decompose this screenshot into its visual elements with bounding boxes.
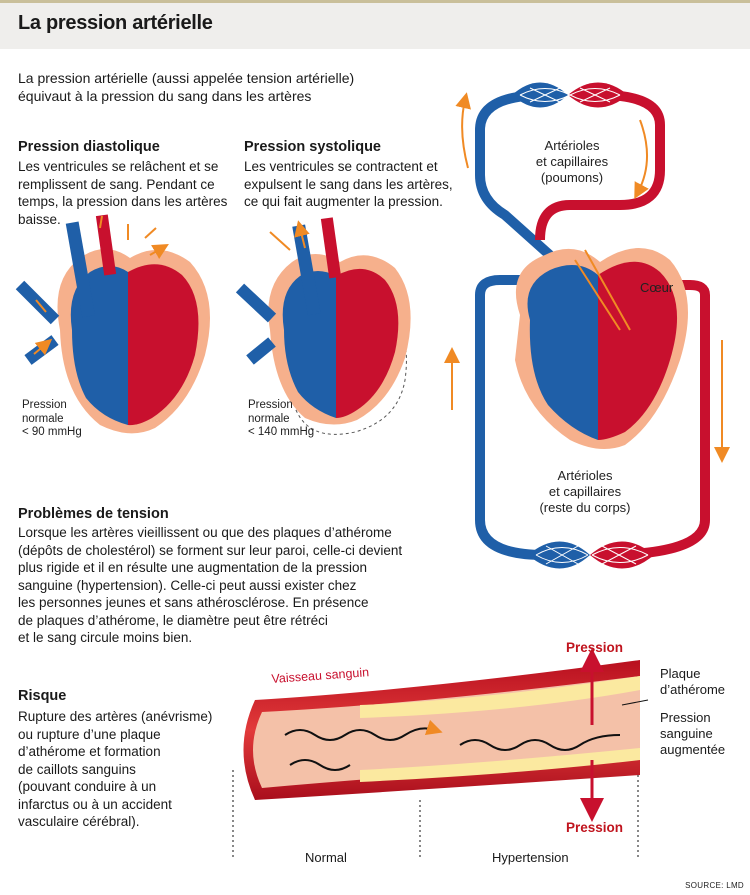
vein-loop	[475, 275, 546, 560]
pressure-bottom-label: Pression	[566, 820, 624, 835]
page-title: La pression artérielle	[18, 12, 213, 34]
text-line: sanguine (hypertension). Celle-ci peut a…	[18, 577, 357, 593]
text-line: baisse.	[18, 211, 61, 227]
text-line: Artérioles	[557, 468, 613, 483]
lungs-label: Artérioles et capillaires (poumons)	[522, 138, 622, 186]
systolic-text: Les ventricules se contractent et expuls…	[244, 158, 453, 211]
text-line: (poumons)	[540, 170, 604, 185]
vein-loop	[475, 90, 604, 304]
text-line: Les ventricules se contractent et	[244, 159, 438, 174]
systolic-pressure: Pression normale < 140 mmHg	[248, 399, 314, 440]
source-credit: SOURCE: LMD	[685, 881, 744, 890]
diastolic-pressure: Pression normale < 90 mmHg	[22, 399, 82, 440]
circulation-diagram	[444, 82, 730, 569]
text-line: normale	[22, 412, 64, 425]
circulation-heart	[515, 247, 688, 449]
text-line: Artérioles	[544, 138, 600, 153]
lung-capillaries	[512, 82, 628, 108]
flow-arrow	[634, 119, 649, 200]
text-line: d’athérome	[660, 682, 726, 697]
plaque-deposit	[360, 676, 640, 718]
text-line: et capillaires	[535, 154, 609, 169]
text-line: Les ventricules se relâchent et se	[18, 159, 219, 174]
text-line: Plaque	[660, 666, 701, 681]
text-line: les personnes jeunes et sans athérosclér…	[18, 595, 369, 610]
text-line: augmentée	[660, 742, 726, 757]
intro-text: La pression artérielle (aussi appelée te…	[18, 69, 354, 105]
intro-line: équivaut à la pression du sang dans les …	[18, 88, 312, 104]
text-line: de caillots sanguins	[18, 761, 136, 777]
text-line: Lorsque les artères vieillissent ou que …	[18, 525, 392, 540]
body-capillaries	[528, 541, 654, 569]
blood-vessel	[232, 648, 649, 860]
text-line: < 90 mmHg	[22, 426, 82, 438]
problems-heading: Problèmes de tension	[18, 506, 169, 522]
text-line: vasculaire cérébral).	[18, 814, 140, 829]
plaque-deposit	[360, 748, 640, 782]
diastolic-heart	[15, 214, 210, 434]
text-line: normale	[248, 412, 290, 425]
text-line: sanguine	[660, 726, 713, 741]
text-line: ou rupture d’une plaque	[18, 726, 161, 742]
problems-text: Lorsque les artères vieillissent ou que …	[18, 524, 402, 647]
text-line: et capillaires	[548, 484, 622, 499]
text-line: Rupture des artères (anévrisme)	[18, 709, 213, 724]
heart-label: Cœur	[640, 280, 674, 295]
text-line: temps, la pression dans les artères	[18, 194, 228, 209]
hypertension-label: Hypertension	[492, 850, 569, 865]
systolic-heading: Pression systolique	[244, 139, 381, 155]
text-line: (reste du corps)	[539, 500, 631, 515]
plaque-label: Plaque d’athérome	[660, 666, 725, 698]
diastolic-text: Les ventricules se relâchent et se rempl…	[18, 158, 227, 228]
risk-heading: Risque	[18, 688, 67, 704]
text-line: plus rigide et il en résulte une augment…	[18, 560, 367, 575]
text-line: ce qui fait augmenter la pression.	[244, 194, 443, 209]
text-line: de plaques d’athérome, le diamètre peut …	[18, 612, 328, 628]
text-line: < 140 mmHg	[248, 426, 315, 438]
text-line: (dépôts de cholestérol) se forment sur l…	[18, 542, 403, 558]
diastolic-heading: Pression diastolique	[18, 139, 160, 155]
systolic-heart	[235, 217, 411, 435]
normal-label: Normal	[305, 850, 347, 865]
text-line: et le sang circule moins bien.	[18, 630, 193, 645]
artery-loop	[535, 90, 665, 241]
increased-pressure-label: Pression sanguine augmentée	[660, 710, 725, 758]
text-line: (pouvant conduire à un	[18, 779, 157, 794]
pressure-top-label: Pression	[566, 640, 624, 655]
text-line: infarctus ou à un accident	[18, 796, 172, 812]
text-line: Pression	[248, 399, 293, 411]
text-line: Pression	[660, 710, 711, 725]
text-line: d’athérome et formation	[18, 744, 161, 759]
text-line: remplissent de sang. Pendant ce	[18, 176, 215, 192]
flow-arrow	[455, 92, 471, 169]
text-line: expulsent le sang dans les artères,	[244, 176, 453, 192]
top-rule	[0, 0, 750, 3]
text-line: Pression	[22, 399, 67, 411]
header-bar	[0, 3, 750, 49]
risk-text: Rupture des artères (anévrisme) ou ruptu…	[18, 708, 212, 831]
intro-line: La pression artérielle (aussi appelée te…	[18, 70, 355, 86]
body-label: Artérioles et capillaires (reste du corp…	[525, 468, 645, 516]
